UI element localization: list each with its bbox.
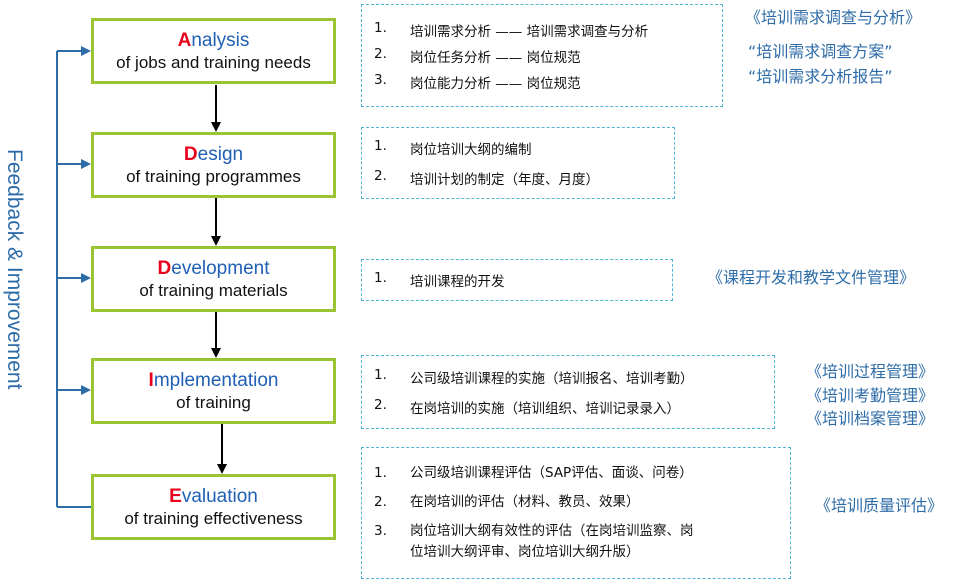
stage-initial: I	[148, 369, 154, 391]
detail-item: 2. 岗位任务分析 —— 岗位规范	[374, 46, 710, 66]
item-text: 公司级培训课程评估（SAP评估、面谈、问卷）	[410, 465, 693, 481]
stage-subtitle: of training	[176, 392, 251, 412]
stage-title: Implementation	[149, 369, 279, 392]
stage-development: Development of training materials	[91, 246, 336, 312]
stage-title-rest: valuation	[181, 485, 258, 507]
item-number: 1.	[374, 367, 387, 383]
item-number: 2.	[374, 168, 387, 184]
stage-title: Design	[184, 143, 243, 166]
document-label: “培训需求分析报告”	[748, 67, 893, 86]
item-text: 岗位任务分析 —— 岗位规范	[410, 49, 581, 66]
stage-title: Analysis	[178, 29, 250, 52]
item-number: 2.	[374, 397, 387, 413]
stage-title: Development	[158, 257, 270, 280]
item-number: 1.	[374, 465, 387, 481]
stage-initial: A	[177, 29, 192, 51]
item-number: 3.	[374, 523, 387, 539]
detail-item: 1. 培训课程的开发	[374, 270, 660, 290]
stage-initial: D	[157, 257, 172, 279]
detail-item: 2. 在岗培训的实施（培训组织、培训记录录入）	[374, 397, 762, 417]
stage-initial: D	[183, 143, 198, 165]
stage-subtitle: of training programmes	[126, 166, 301, 186]
item-text: 公司级培训课程的实施（培训报名、培训考勤）	[410, 371, 694, 387]
item-text: 在岗培训的实施（培训组织、培训记录录入）	[410, 401, 680, 417]
detail-box-implementation: 1. 公司级培训课程的实施（培训报名、培训考勤） 2. 在岗培训的实施（培训组织、培…	[361, 355, 775, 429]
item-number: 3.	[374, 71, 387, 88]
document-label: 《培训考勤管理》	[806, 386, 935, 405]
item-text: 岗位培训大纲有效性的评估（在岗培训监察、岗 位培训大纲评审、岗位培训大纲升版）	[410, 523, 694, 560]
detail-item: 2. 在岗培训的评估（材料、教员、效果）	[374, 492, 778, 513]
document-label: 《培训档案管理》	[806, 409, 935, 428]
item-text: 在岗培训的评估（材料、教员、效果）	[410, 494, 640, 510]
stage-title-rest: mplementation	[153, 369, 279, 391]
detail-item: 3. 岗位培训大纲有效性的评估（在岗培训监察、岗 位培训大纲评审、岗位培训大纲升版…	[374, 521, 778, 563]
detail-item: 2. 培训计划的制定（年度、月度）	[374, 168, 662, 188]
item-number: 1.	[374, 19, 387, 36]
detail-box-evaluation: 1. 公司级培训课程评估（SAP评估、面谈、问卷） 2. 在岗培训的评估（材料、教员…	[361, 447, 791, 579]
item-text: 岗位能力分析 —— 岗位规范	[410, 75, 581, 92]
document-label: 《课程开发和教学文件管理》	[707, 268, 916, 287]
item-text: 培训需求分析 —— 培训需求调查与分析	[410, 23, 649, 40]
item-number: 1.	[374, 270, 387, 286]
detail-item: 1. 公司级培训课程评估（SAP评估、面谈、问卷）	[374, 463, 778, 484]
stage-subtitle: of jobs and training needs	[116, 52, 311, 72]
stage-analysis: Analysis of jobs and training needs	[91, 18, 336, 84]
document-label: “培训需求调查方案”	[748, 42, 893, 61]
stage-title: Evaluation	[169, 485, 258, 508]
stage-subtitle: of training effectiveness	[124, 508, 303, 528]
item-number: 2.	[374, 494, 387, 510]
stage-subtitle: of training materials	[139, 280, 288, 300]
feedback-improvement-label: Feedback & Improvement	[3, 148, 26, 390]
detail-item: 1. 岗位培训大纲的编制	[374, 138, 662, 158]
detail-box-development: 1. 培训课程的开发	[361, 259, 673, 301]
item-text: 培训计划的制定（年度、月度）	[410, 172, 599, 188]
document-label: 《培训过程管理》	[806, 362, 935, 381]
detail-item: 3. 岗位能力分析 —— 岗位规范	[374, 72, 710, 92]
document-label: 《培训质量评估》	[815, 496, 944, 515]
detail-item: 1. 培训需求分析 —— 培训需求调查与分析	[374, 20, 710, 40]
stage-evaluation: Evaluation of training effectiveness	[91, 474, 336, 540]
stage-design: Design of training programmes	[91, 132, 336, 198]
stage-title-rest: esign	[197, 143, 244, 165]
stage-title-rest: evelopment	[171, 257, 270, 279]
detail-item: 1. 公司级培训课程的实施（培训报名、培训考勤）	[374, 367, 762, 387]
item-text: 培训课程的开发	[410, 274, 505, 290]
item-number: 2.	[374, 45, 387, 62]
stage-implementation: Implementation of training	[91, 358, 336, 424]
document-label: 《培训需求调查与分析》	[745, 8, 922, 27]
item-number: 1.	[374, 138, 387, 154]
stage-initial: E	[169, 485, 182, 507]
detail-box-analysis: 1. 培训需求分析 —— 培训需求调查与分析 2. 岗位任务分析 —— 岗位规范 3…	[361, 4, 723, 107]
stage-title-rest: nalysis	[191, 29, 250, 51]
item-text: 岗位培训大纲的编制	[410, 142, 532, 158]
detail-box-design: 1. 岗位培训大纲的编制 2. 培训计划的制定（年度、月度）	[361, 127, 675, 199]
